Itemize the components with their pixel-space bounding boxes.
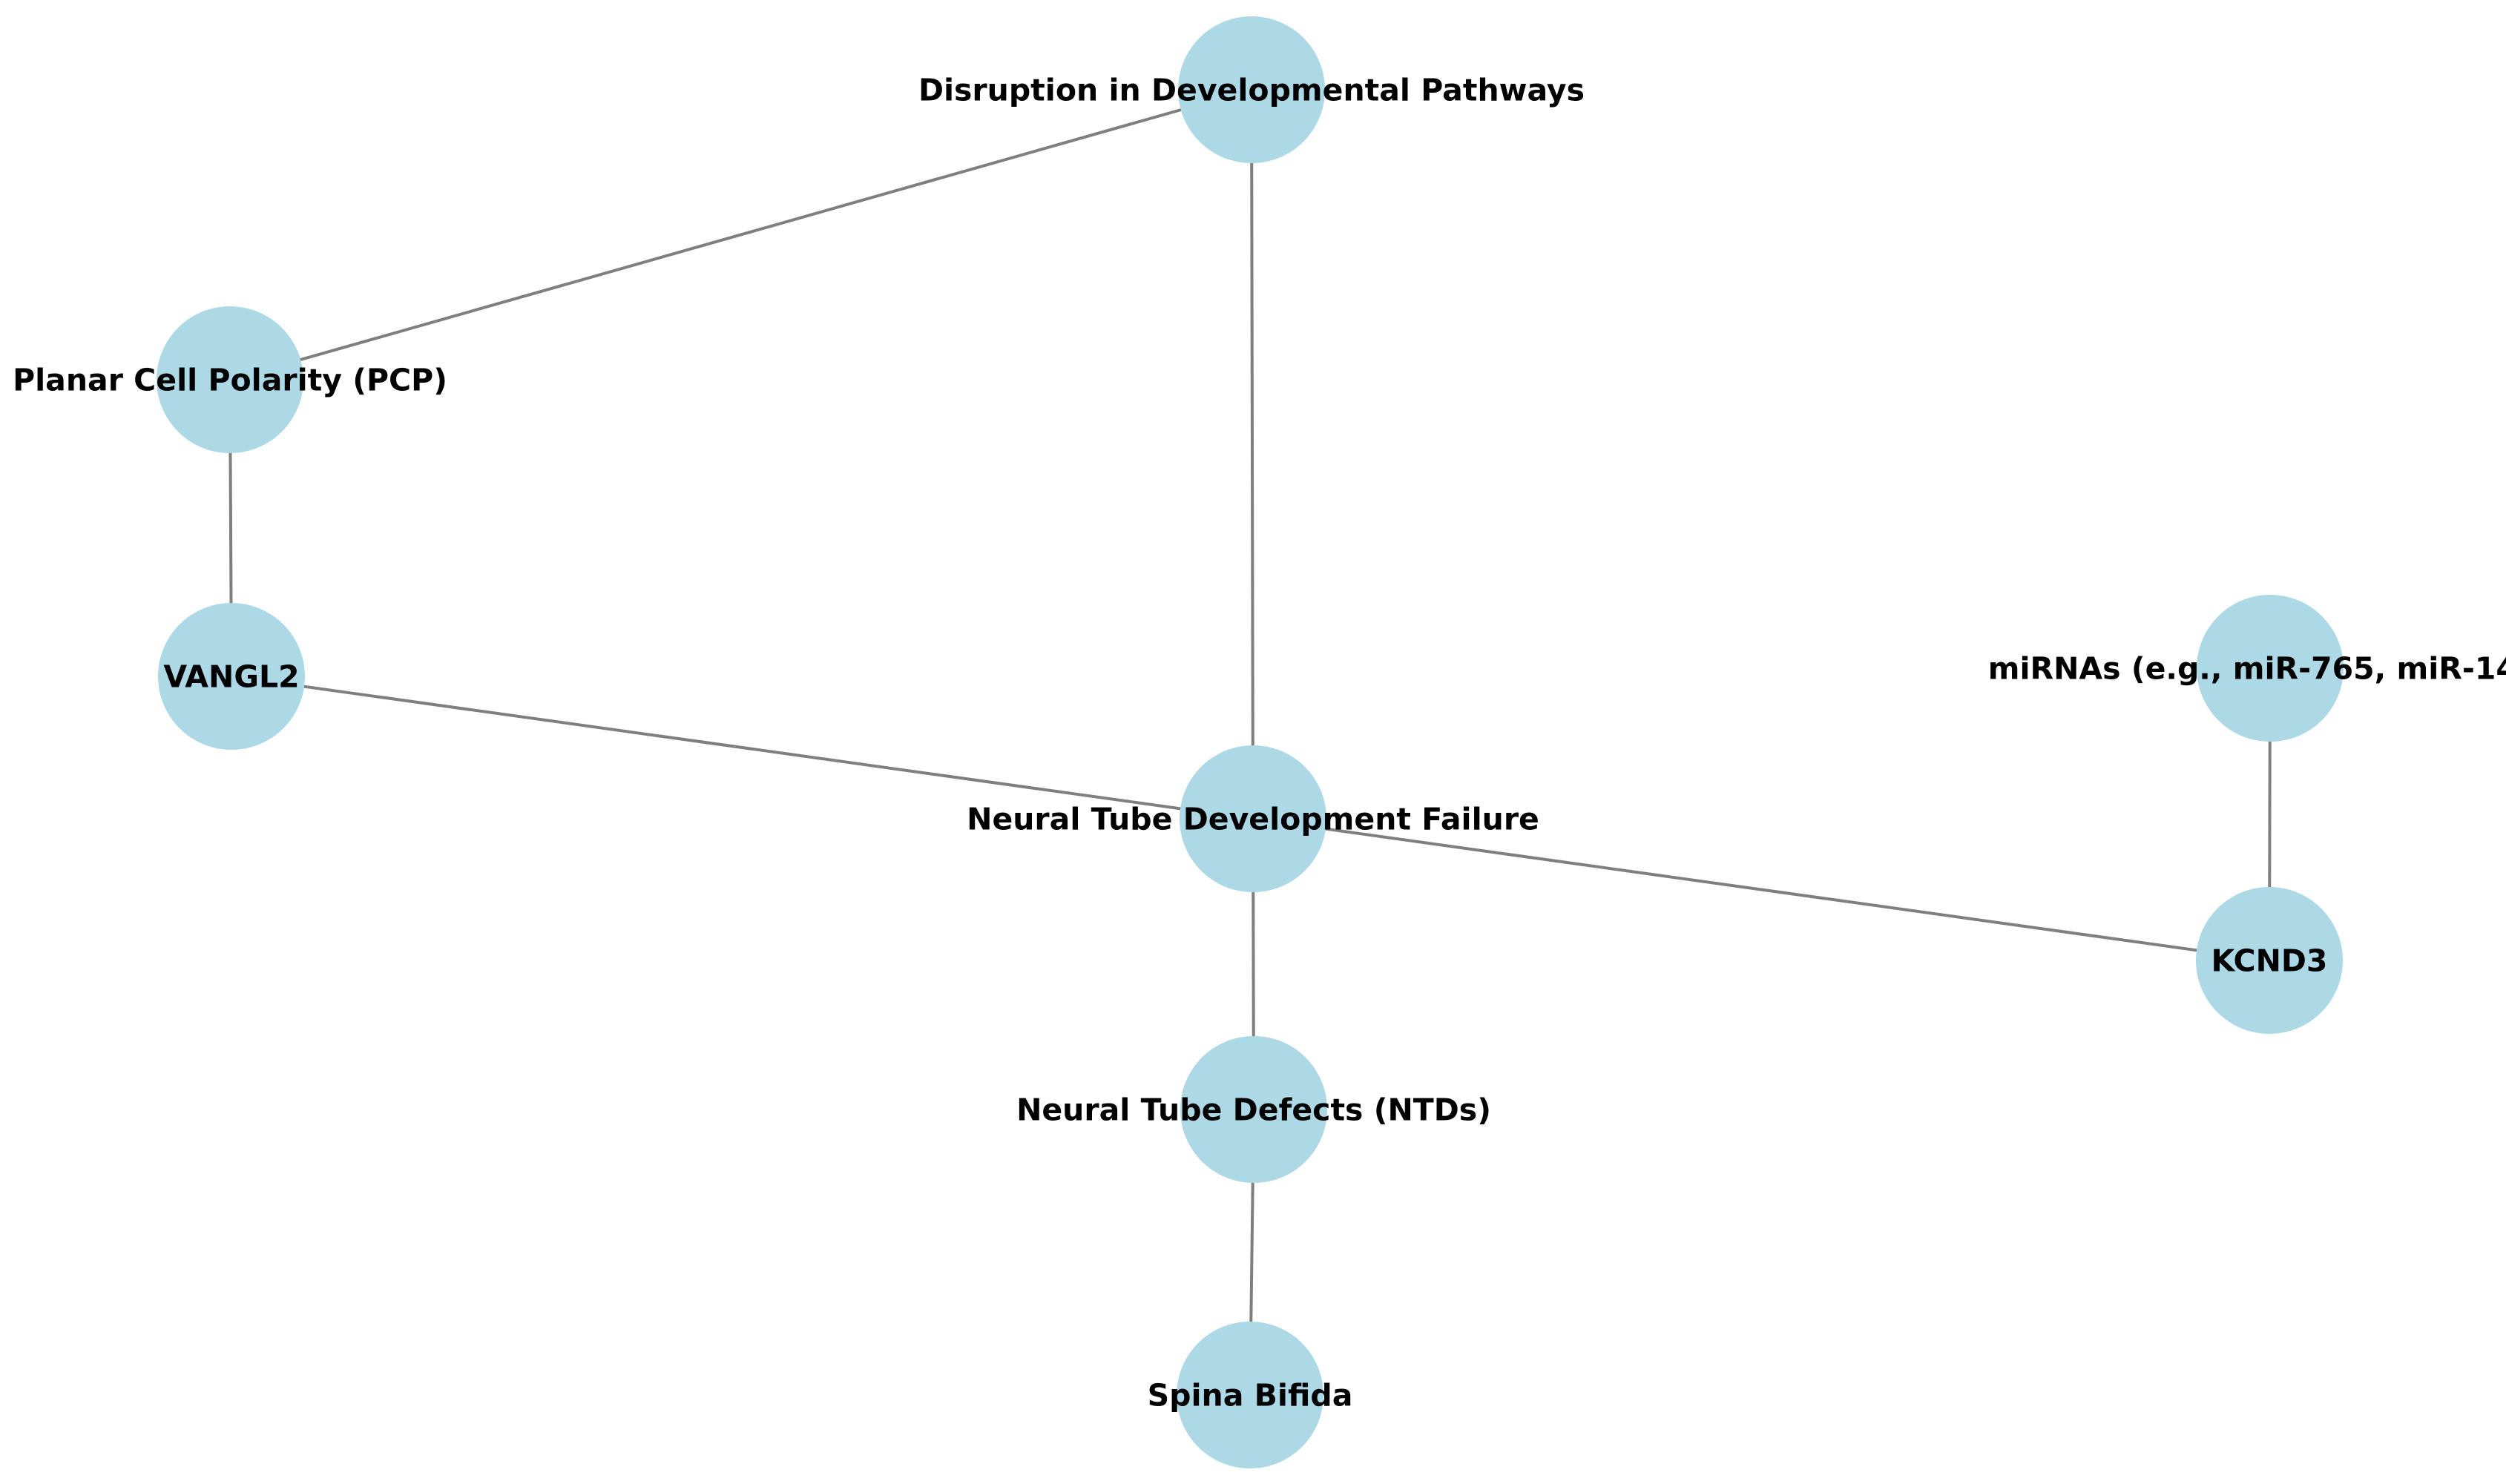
graph-node-label-spina: Spina Bifida	[1148, 1377, 1353, 1413]
graph-node-kcnd3	[2196, 887, 2343, 1034]
node-layer	[157, 16, 2344, 1468]
graph-node-pcp	[157, 306, 303, 453]
graph-node-ntds	[1180, 1036, 1327, 1183]
graph-node-disruption	[1178, 16, 1325, 163]
graph-node-label-disruption: Disruption in Developmental Pathways	[918, 72, 1585, 108]
graph-node-spina	[1177, 1322, 1323, 1468]
graph-node-label-kcnd3: KCND3	[2211, 943, 2328, 978]
graph-node-label-vangl2: VANGL2	[163, 659, 299, 694]
graph-node-label-ntdf: Neural Tube Development Failure	[967, 801, 1539, 837]
graph-edge-vangl2-ntdf	[231, 675, 1254, 820]
graph-node-ntdf	[1180, 745, 1326, 892]
graph-node-label-pcp: Planar Cell Polarity (PCP)	[13, 362, 447, 398]
graph-node-label-mirnas: miRNAs (e.g., miR-765, miR-145)	[1988, 650, 2506, 686]
graph-edge-disruption-pcp	[229, 88, 1252, 381]
graph-node-vangl2	[158, 603, 305, 750]
label-layer: Disruption in Developmental PathwaysPlan…	[13, 72, 2506, 1413]
graph-node-mirnas	[2197, 595, 2344, 742]
graph-edge-disruption-ntdf	[1250, 89, 1254, 820]
graph-node-label-ntds: Neural Tube Defects (NTDs)	[1016, 1092, 1491, 1127]
graph-edge-ntdf-kcnd3	[1252, 817, 2270, 962]
edge-layer	[228, 88, 2272, 1396]
